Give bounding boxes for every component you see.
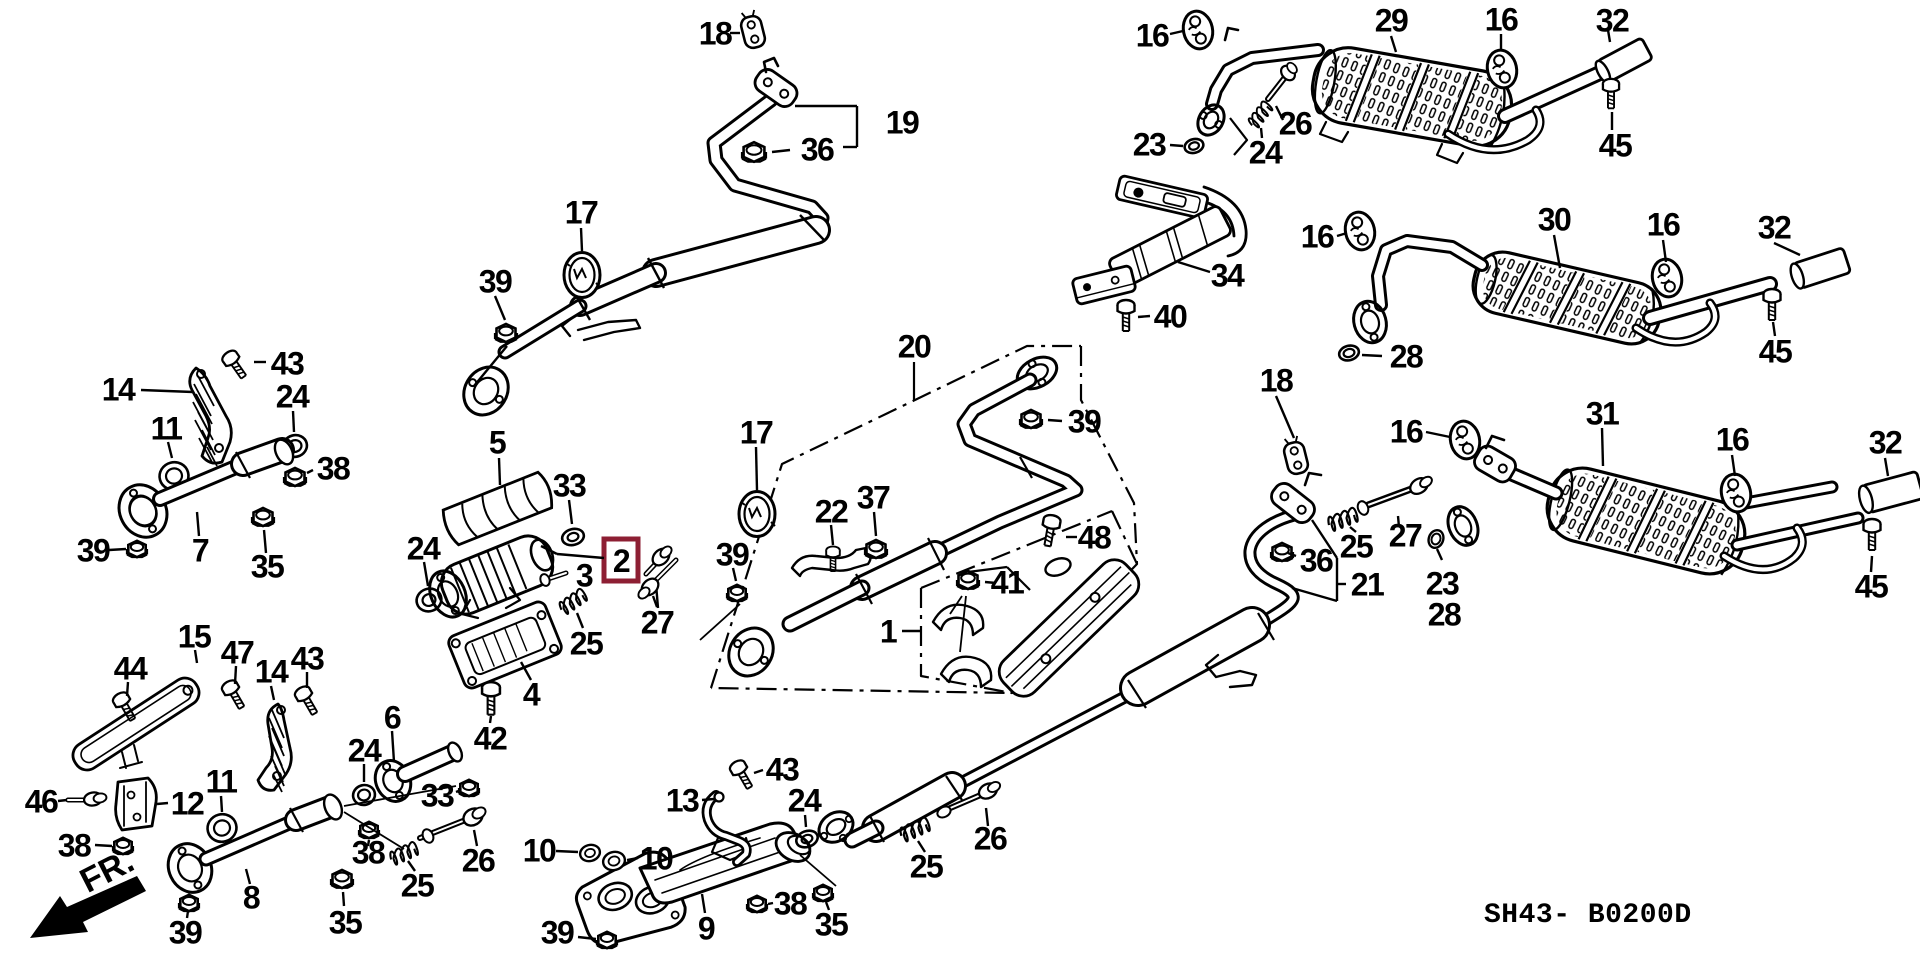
svg-text:18: 18 [1260, 363, 1293, 399]
svg-text:36: 36 [801, 132, 834, 168]
svg-text:8: 8 [243, 880, 260, 916]
svg-text:43: 43 [766, 752, 799, 788]
svg-text:7: 7 [192, 533, 209, 569]
svg-text:24: 24 [348, 733, 382, 769]
svg-text:24: 24 [788, 783, 822, 819]
svg-text:32: 32 [1869, 425, 1902, 461]
svg-text:18: 18 [699, 16, 732, 52]
svg-text:26: 26 [974, 821, 1007, 857]
svg-text:43: 43 [271, 346, 304, 382]
svg-text:38: 38 [317, 451, 350, 487]
svg-text:39: 39 [479, 264, 512, 300]
svg-text:39: 39 [1068, 404, 1101, 440]
svg-text:27: 27 [641, 605, 674, 641]
svg-text:29: 29 [1375, 3, 1408, 39]
svg-text:38: 38 [774, 886, 807, 922]
svg-text:2: 2 [613, 543, 630, 579]
svg-text:10: 10 [523, 833, 556, 869]
svg-text:12: 12 [171, 786, 204, 822]
svg-text:22: 22 [815, 494, 848, 530]
svg-text:SH43- B0200D: SH43- B0200D [1484, 900, 1692, 931]
svg-text:28: 28 [1390, 339, 1423, 375]
svg-text:32: 32 [1758, 210, 1791, 246]
svg-text:47: 47 [221, 635, 254, 671]
svg-text:46: 46 [25, 784, 58, 820]
svg-text:23: 23 [1133, 127, 1166, 163]
svg-text:6: 6 [384, 700, 401, 736]
svg-text:16: 16 [1485, 2, 1518, 38]
svg-text:11: 11 [206, 764, 238, 800]
svg-text:10: 10 [640, 841, 673, 877]
svg-text:17: 17 [565, 195, 598, 231]
svg-text:25: 25 [910, 849, 943, 885]
svg-text:43: 43 [291, 641, 324, 677]
svg-text:5: 5 [489, 425, 506, 461]
svg-text:14: 14 [102, 372, 136, 408]
svg-text:42: 42 [474, 721, 507, 757]
svg-text:16: 16 [1301, 219, 1334, 255]
svg-text:35: 35 [815, 907, 848, 943]
svg-text:1: 1 [880, 614, 897, 650]
svg-text:3: 3 [576, 558, 593, 594]
svg-text:4: 4 [523, 677, 541, 713]
svg-text:26: 26 [1279, 106, 1312, 142]
svg-text:35: 35 [329, 905, 362, 941]
svg-text:33: 33 [421, 778, 454, 814]
svg-text:20: 20 [898, 329, 931, 365]
svg-text:25: 25 [1340, 529, 1373, 565]
svg-text:16: 16 [1647, 207, 1680, 243]
svg-text:39: 39 [541, 915, 574, 951]
svg-text:19: 19 [886, 105, 919, 141]
svg-text:31: 31 [1586, 396, 1619, 432]
svg-text:26: 26 [462, 843, 495, 879]
svg-text:41: 41 [991, 565, 1024, 601]
svg-text:39: 39 [77, 533, 110, 569]
svg-text:45: 45 [1599, 128, 1632, 164]
svg-text:39: 39 [169, 915, 202, 951]
svg-text:27: 27 [1389, 518, 1422, 554]
svg-text:38: 38 [58, 828, 91, 864]
svg-text:11: 11 [151, 411, 183, 447]
svg-text:23: 23 [1426, 566, 1459, 602]
svg-text:16: 16 [1136, 18, 1169, 54]
svg-text:28: 28 [1428, 597, 1461, 633]
svg-text:39: 39 [716, 537, 749, 573]
svg-text:45: 45 [1855, 569, 1888, 605]
svg-text:45: 45 [1759, 334, 1792, 370]
svg-text:24: 24 [1249, 135, 1283, 171]
svg-text:34: 34 [1211, 258, 1245, 294]
svg-text:9: 9 [698, 911, 715, 947]
svg-text:25: 25 [570, 626, 603, 662]
svg-text:38: 38 [352, 835, 385, 871]
svg-text:32: 32 [1596, 3, 1629, 39]
svg-text:37: 37 [857, 480, 890, 516]
svg-text:33: 33 [553, 468, 586, 504]
svg-text:24: 24 [276, 379, 310, 415]
svg-text:24: 24 [407, 531, 441, 567]
svg-text:48: 48 [1078, 520, 1111, 556]
svg-text:40: 40 [1154, 299, 1187, 335]
svg-text:15: 15 [178, 619, 211, 655]
svg-text:21: 21 [1351, 567, 1384, 603]
svg-text:35: 35 [251, 549, 284, 585]
svg-text:44: 44 [114, 651, 148, 687]
svg-text:25: 25 [401, 868, 434, 904]
svg-text:16: 16 [1390, 414, 1423, 450]
svg-text:30: 30 [1538, 202, 1571, 238]
svg-text:17: 17 [740, 415, 773, 451]
svg-text:36: 36 [1300, 543, 1333, 579]
svg-text:13: 13 [666, 783, 699, 819]
svg-text:16: 16 [1716, 422, 1749, 458]
svg-text:14: 14 [255, 654, 289, 690]
